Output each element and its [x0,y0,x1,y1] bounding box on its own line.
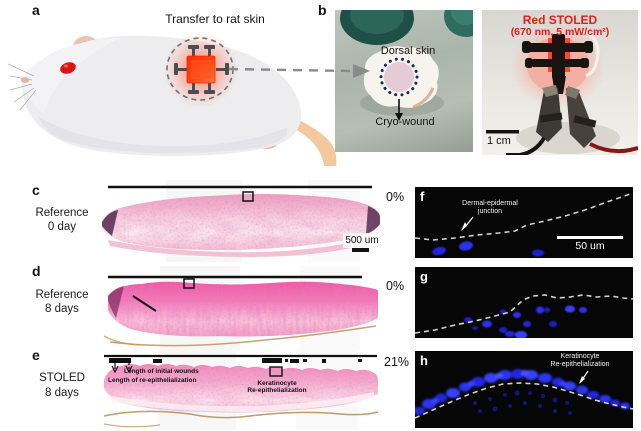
histology-d [103,275,378,347]
fluorescence-g-graphic [415,294,633,338]
rat-illustration [8,32,337,166]
panel-label-e: e [32,347,40,363]
panel-label-c: c [32,182,40,198]
annotation-re-epithelialization: Length of re-epithelialization [108,377,197,384]
row-label-e-top: STOLED [39,372,85,384]
dorsal-skin-caption: Dorsal skin [380,45,436,57]
dorsal-skin-graphic [340,10,473,121]
dermal-epidermal-label: Dermal-epidermal [462,200,518,207]
row-label-e-bottom: 8 days [45,387,79,399]
fluorescence-panel-g: g [415,267,633,338]
fluorescence-panel-f: f Dermal-epidermal junction 50 um [415,187,633,258]
re-epithelialization-label: Re-epithelialization [550,361,610,368]
panel-label-f: f [420,189,425,204]
stoled-subtitle: (670 nm, 5 mW/cm²) [510,26,610,38]
fluorescence-f-graphic [415,192,633,257]
panel-label-a: a [32,2,40,18]
stoled-title: Red STOLED [522,13,598,27]
row-label-d-top: Reference [35,289,89,301]
scalebar-500um-label: 500 um [343,233,381,248]
stoled-photo [482,10,638,155]
panel-label-h: h [420,353,428,368]
percent-d: 0% [386,279,405,293]
panel-label-g: g [420,269,428,284]
keratinocyte-label: Keratinocyte [560,353,600,360]
dorsal-skin-photo [335,10,473,152]
junction-label: junction [477,208,503,215]
panel-label-d: d [32,263,41,279]
row-label-d-bottom: 8 days [45,303,79,315]
stoled-graphic [486,25,638,155]
row-label-c-top: Reference [35,207,89,219]
panel-label-b: b [318,2,327,18]
histology-c [102,185,380,258]
fluorescence-h-graphic [415,369,633,419]
annotation-keratinocyte-bottom: Re-epithelialization [247,387,307,394]
annotation-initial-wounds: Length of initial wounds [124,368,199,375]
scalebar-50um-label: 50 um [575,240,605,252]
row-label-c-bottom: 0 day [47,221,77,233]
cryo-wound-caption: Cryo-wound [375,116,435,128]
fluorescence-panel-h: h Keratinocyte Re-epithelialization [415,351,633,428]
histology-e [103,354,379,428]
transfer-arrow-icon [228,64,370,78]
percent-e: 21% [384,355,410,369]
stoled-scalebar-label: 1 cm [487,135,511,147]
percent-c: 0% [386,190,405,204]
panel-a-title: Transfer to rat skin [165,12,265,26]
annotation-keratinocyte-top: Keratinocyte [257,380,297,387]
